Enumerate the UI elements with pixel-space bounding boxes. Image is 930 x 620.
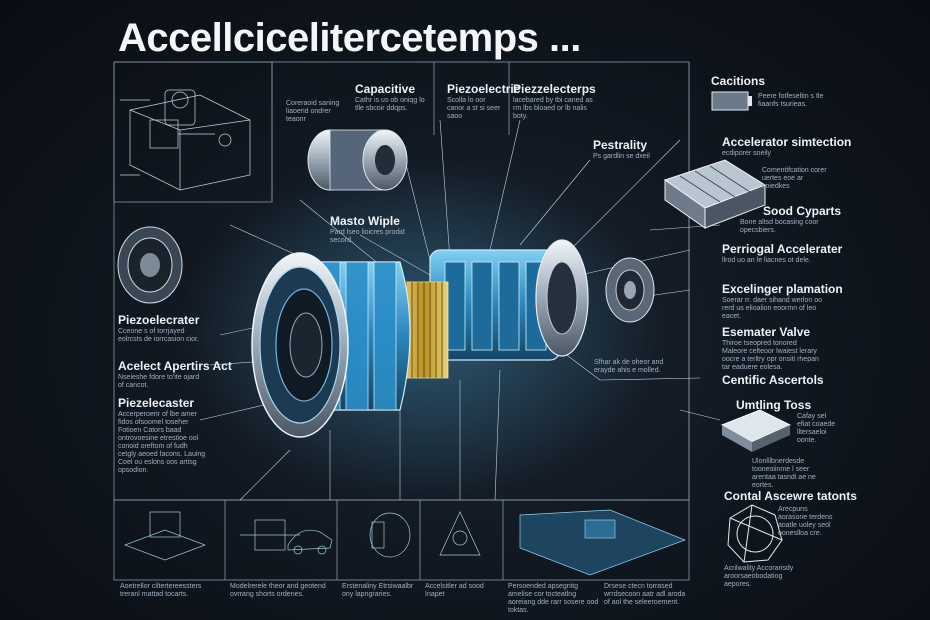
label-perrioal-accelerator: Perriogal Accelerater [722,242,843,256]
label-left-note: Coreraoid saning liaoerid ondrer teaonr [286,100,340,123]
label-sood-cyparts: Sood Cyparts [763,204,842,218]
label-piezoelectrics-body: lacebared by tbi caned as rm lbs bloaed … [513,97,593,120]
bottom-panel-caption: Erstenaliny Etrsiwaalbr ony lapngraries. [342,583,414,598]
label-piezocaster: Piezelecaster [118,396,195,410]
label-pestrality-body: Ps gardlin se dxeil [593,153,650,160]
label-capacitions: Cacitions [711,74,766,88]
polygon-ring-icon [727,504,783,563]
label-esemater-valve: Esemater Valve [722,325,811,339]
label-umpling-tess: Umtling Toss [736,398,812,412]
label-piezoelecter-body: Cceone s of torrjayed eolrcsts de iorrca… [118,328,199,343]
label-pestrality: Pestrality [593,138,648,152]
wafer-icon [720,409,792,452]
label-contal-body: Arecpuns aorasone terdens aoatle uoley s… [778,506,833,537]
label-piezoelectrics: Piezzelecterps [513,82,596,96]
label-connection-body: Comentifcation corer uertes eoe ar soied… [762,167,827,190]
label-accelerator-act-body: Nseieshe fdore to'ite ojard of cancot. [118,374,200,389]
label-piezocaster-body: Accerperoerir of lbe amer fidos ofsoomel… [118,411,206,474]
label-excellinger-body: Soerar rr. daer sihand werlon oo rerd us… [722,297,822,320]
label-piezoelecter: Piezoelecrater [118,313,200,327]
label-accelerator-simulation-body: ecdiporer sneily [722,150,772,157]
label-scientific: Centific Ascertols [722,373,824,387]
chip-array-icon [663,159,767,229]
label-perrioal-accelerator-body: llrod uo an le liacnes ot dele. [722,257,811,264]
page-title: Accellcicelitercetemps ... [118,16,581,60]
label-excellinger: Excelinger plamation [722,282,843,296]
label-master-wiple-body: Pard lseo lioicres prodid secord. [330,229,405,244]
sensor-icon [149,119,232,149]
label-piezoelectric-body: Scolla lo oor canor a st si seer saoo [447,97,501,120]
label-umpling-tess-body: Cafay sel efiat coaede lltersaeloi oonte… [797,413,836,444]
bottom-panel-caption: Modelrerele theor and geotend ovrrang sh… [230,583,326,598]
label-master-wiple: Masto Wiple [330,214,400,228]
label-capacitions-body: Peere fotfeseltin s tle fiaanfs tsurieas… [758,93,824,108]
label-accelerator-simulation: Accelerator simtection [722,135,852,149]
battery-icon [711,91,752,111]
main-assembly [251,239,589,438]
label-accelerator-act: Acelect Apertirs Act [118,359,232,373]
label-capacitive-body: Cathr is us ob oniqg lo tlle sbcoir ddqp… [355,97,425,112]
bottom-panel-caption: Aoetrellor ciltertereessters treranl mat… [120,583,202,598]
gear-icon-right [605,257,655,323]
bottom-icons [124,509,686,576]
capacitive-cylinder-icon [307,129,408,191]
grid-frame [113,61,690,581]
bottom-panel-caption: Accelsitler ad sood Inapet [425,583,484,598]
label-center-note: Sfhar ak de oheor and erayde ahis e moll… [594,359,664,374]
label-contal: Contal Ascewre tatonts [724,489,857,503]
label-esemater-valve-body: Thiroe tseopred tonored Maleore celteoor… [722,340,819,371]
bottom-panel-caption: Drsese ctecn torrased wrrdsecoon aatr ad… [604,583,686,606]
label-sood-cyparts-body: Bone altsd bocasing coor opecsbiers. [740,219,819,234]
motor-icon [120,89,251,191]
label-capacitive: Capacitive [355,82,416,96]
label-unit-detail: Ulonlllbnerdesde tooneoiinme l seer aren… [752,458,816,489]
label-piezoelectric: Piezoelectric [447,82,521,96]
label-acrilwality: Acrilwality Accorarisdy aroorsaeobodatio… [724,565,794,588]
bottom-panel-caption: Persoended apsegriitg amelise cor toctea… [508,583,599,614]
gear-icon [117,226,183,304]
